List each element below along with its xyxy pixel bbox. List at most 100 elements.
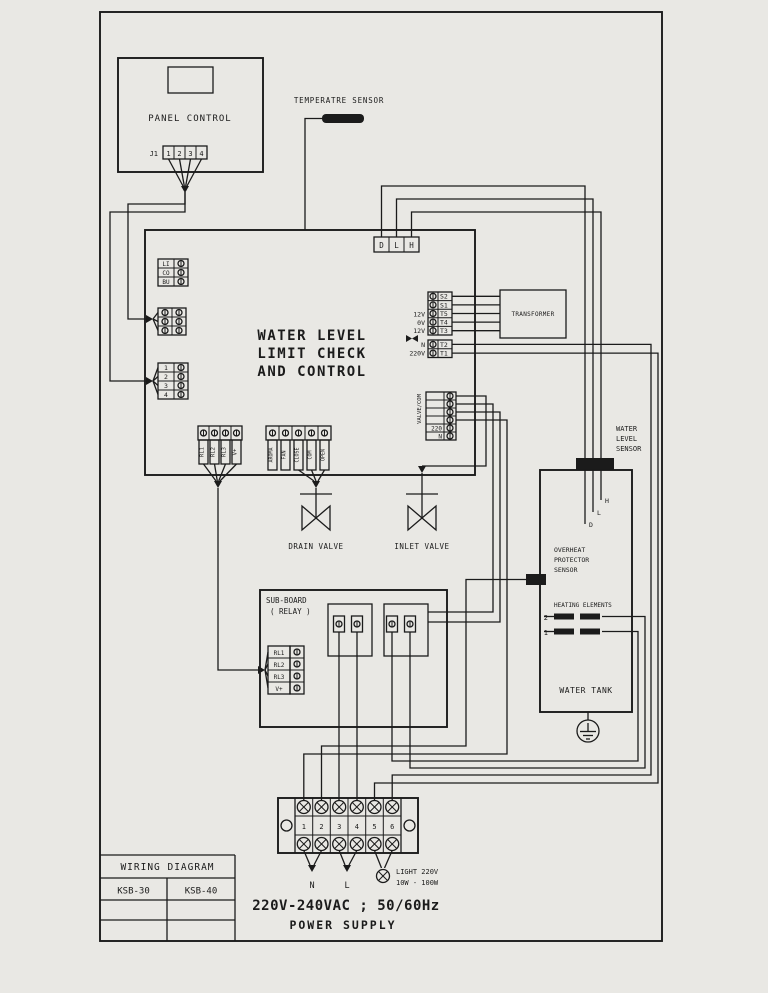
temperature-sensor: TEMPERATRE SENSOR <box>294 96 384 123</box>
screw-terminal <box>367 799 382 815</box>
wire-element-2 <box>409 615 646 769</box>
wire <box>348 850 358 866</box>
mid-connector-block <box>157 307 187 336</box>
sub-board-box <box>259 589 448 728</box>
j1-label: J1 <box>150 150 158 158</box>
heating-elements-label: HEATING ELEMENTS <box>554 602 612 609</box>
wire-h <box>410 211 602 458</box>
valve-bowtie-icon <box>407 504 423 532</box>
model-name: KSB-40 <box>185 887 218 897</box>
right-pin: T5 <box>440 310 448 318</box>
func-pin: FAN <box>282 450 288 459</box>
screw-terminal <box>332 836 347 852</box>
lamp-label-line: LIGHT 220V <box>396 868 439 876</box>
terminal <box>446 432 454 440</box>
terminal-number: 4 <box>355 823 359 831</box>
right-pin: T2 <box>440 341 448 349</box>
wls-label-line: LEVEL <box>616 435 637 443</box>
sub-pin: RL1 <box>274 650 285 657</box>
wire <box>152 318 159 331</box>
valve-bowtie-icon <box>421 504 437 532</box>
terminal <box>446 408 454 416</box>
screw-terminal <box>349 836 364 852</box>
mount-hole-icon <box>403 819 416 832</box>
function-out-strip: AROMA FAN CLOSE COM OPEN <box>265 425 332 471</box>
terminal <box>429 349 437 357</box>
terminal-number: 1 <box>302 823 306 831</box>
func-pin: AROMA <box>269 447 275 462</box>
temp-sensor-label: TEMPERATRE SENSOR <box>294 96 384 105</box>
screw-terminal <box>332 799 347 815</box>
wire <box>217 488 258 671</box>
panel-control-box <box>117 57 264 173</box>
inlet-valve-label: INLET VALVE <box>394 542 449 551</box>
relay-out-pin: V+ <box>233 448 239 455</box>
screw-terminal <box>314 836 329 852</box>
j1-pin: 2 <box>177 150 181 158</box>
right-pin: T3 <box>440 327 448 335</box>
screw-terminal <box>385 836 400 852</box>
neutral-label: N <box>309 881 314 891</box>
inlet-valve: INLET VALVE <box>394 493 449 551</box>
fan-arrow <box>214 481 222 488</box>
dlh-pin: D <box>379 241 384 250</box>
aux-label-220: 220 <box>431 426 442 433</box>
water-level-sensor: WATER LEVEL SENSOR H L D <box>576 425 642 529</box>
dlh-pin: L <box>394 241 399 250</box>
wire <box>264 651 269 671</box>
wire <box>213 463 218 482</box>
power-terminal-block: 1 2 3 4 5 6 N L <box>277 797 419 891</box>
terminal <box>161 308 169 317</box>
terminal <box>294 429 303 437</box>
wire-l <box>395 198 594 458</box>
terminal-number: 3 <box>337 823 341 831</box>
voltage-label: N <box>421 341 425 349</box>
wire <box>383 850 393 869</box>
wls-body-icon <box>576 458 614 470</box>
model-name: KSB-30 <box>117 887 150 897</box>
wire-mains-n <box>391 343 652 801</box>
wire <box>264 663 269 671</box>
terminal <box>429 292 437 300</box>
terminal-number: 5 <box>372 823 376 831</box>
panel-control-title: PANEL CONTROL <box>148 114 231 124</box>
aux-rotated-label: VALVE/COM <box>417 393 423 423</box>
wls-label-line: WATER <box>616 425 638 433</box>
fan-arrow <box>312 481 320 488</box>
wire <box>152 380 159 395</box>
right-pin: T4 <box>440 319 448 327</box>
water-tank: OVERHEAT PROTECTOR SENSOR HEATING ELEMEN… <box>526 469 633 743</box>
wire <box>109 192 186 382</box>
overheat-label-line: PROTECTOR <box>554 556 589 564</box>
dlh-pin: H <box>409 241 414 250</box>
func-pin: COM <box>308 450 314 459</box>
terminal <box>406 620 414 628</box>
wire <box>219 463 237 482</box>
sub-pin: RL2 <box>274 662 285 669</box>
valve-bowtie-icon <box>315 504 331 532</box>
fan-arrow <box>308 865 316 872</box>
wire <box>186 158 203 187</box>
wire <box>167 158 184 187</box>
terminal <box>221 429 230 437</box>
main-control-board: WATER LEVEL LIMIT CHECK AND CONTROL D L … <box>144 229 476 476</box>
wire <box>317 469 326 482</box>
terminal <box>320 429 329 437</box>
func-pin: OPEN <box>321 449 327 461</box>
transformer-label: TRANSFORMER <box>511 311 554 318</box>
wiring <box>109 117 659 872</box>
voltage-label: 0V <box>417 319 425 327</box>
terminal <box>232 429 241 437</box>
wire <box>178 158 185 187</box>
wire <box>127 192 186 320</box>
water-tank-box <box>539 469 633 713</box>
terminal <box>177 390 185 399</box>
wire <box>303 419 508 801</box>
relay-out-pin: RL2 <box>211 447 217 457</box>
right-pin: S2 <box>440 293 448 301</box>
wire-element-1 <box>391 630 639 762</box>
terminal <box>161 317 169 326</box>
mount-hole-icon <box>280 819 293 832</box>
sub-pin: RL3 <box>274 674 285 681</box>
wire <box>298 469 315 482</box>
